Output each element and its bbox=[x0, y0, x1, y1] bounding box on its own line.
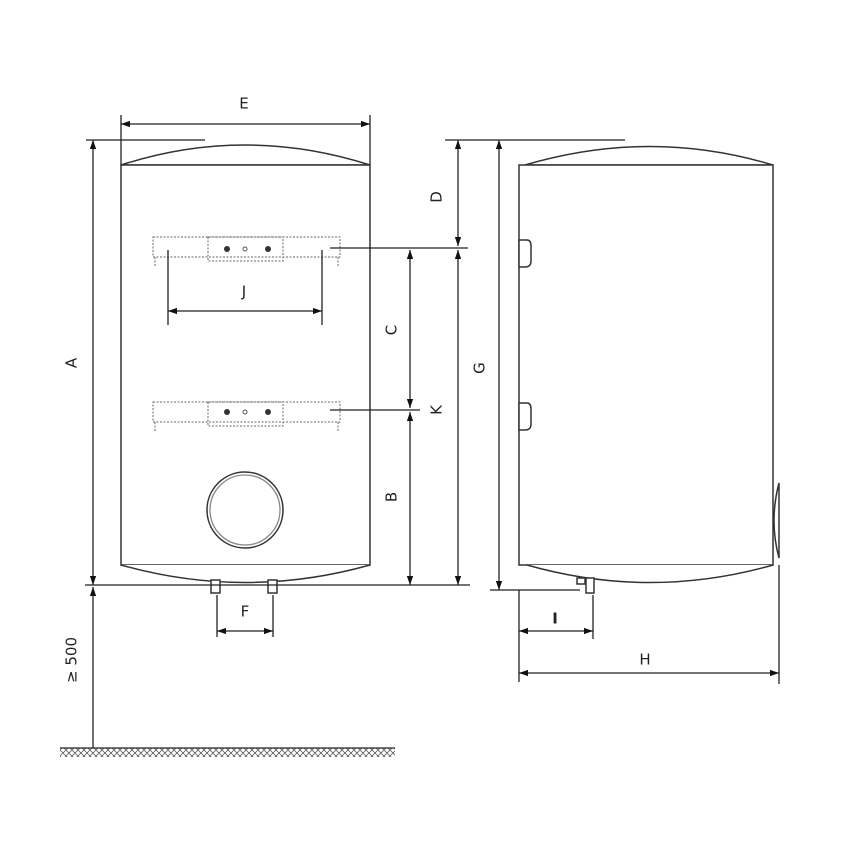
label-a: A bbox=[63, 357, 81, 368]
label-f: F bbox=[241, 603, 250, 621]
label-h: H bbox=[639, 651, 650, 669]
side-pipe bbox=[585, 577, 595, 594]
side-cover bbox=[773, 482, 780, 559]
dimension-lines-front bbox=[85, 115, 625, 748]
outlet-pipe bbox=[267, 579, 278, 594]
side-view-tank bbox=[518, 145, 780, 594]
label-b: B bbox=[383, 492, 401, 502]
side-upper-bracket bbox=[518, 239, 532, 268]
side-lower-bracket bbox=[518, 402, 532, 431]
floor-ground bbox=[60, 747, 395, 757]
label-j: J bbox=[241, 283, 246, 301]
dimension-lines-side bbox=[490, 140, 780, 684]
label-i: I bbox=[552, 610, 558, 628]
label-k: K bbox=[428, 404, 446, 415]
label-g: G bbox=[471, 362, 489, 374]
front-view-tank bbox=[120, 144, 371, 594]
label-e: E bbox=[239, 95, 248, 113]
lower-mounting-bracket bbox=[152, 401, 341, 432]
label-d: D bbox=[428, 191, 446, 203]
label-c: C bbox=[383, 325, 401, 335]
upper-mounting-bracket bbox=[152, 236, 341, 267]
inlet-pipe bbox=[210, 579, 221, 594]
label-clearance: ≥ 500 bbox=[63, 637, 81, 683]
thermostat-dial bbox=[206, 471, 284, 549]
